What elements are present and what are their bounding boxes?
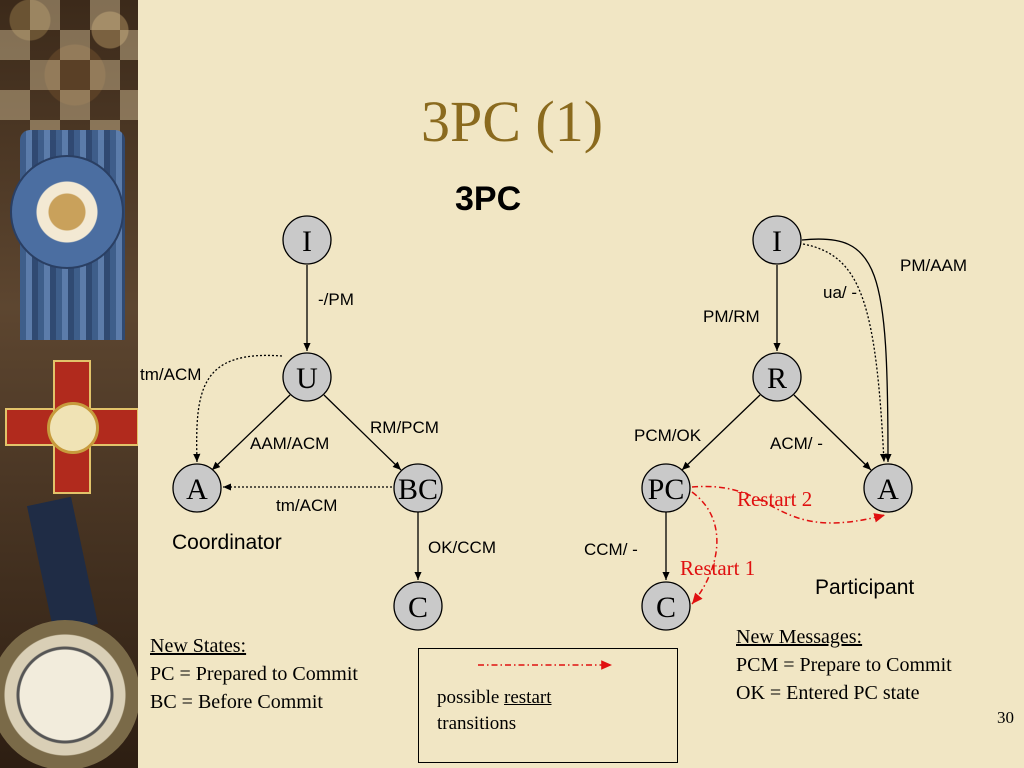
diamond-pattern <box>0 0 138 140</box>
medal-cross <box>5 360 138 494</box>
label-coord-rm-pcm: RM/PCM <box>370 418 439 437</box>
new-messages-heading: New Messages: <box>736 626 863 648</box>
svg-text:C: C <box>656 591 676 624</box>
new-states-line-1: PC = Prepared to Commit <box>150 663 358 685</box>
decorative-sidebar <box>0 0 138 768</box>
svg-text:PC: PC <box>648 473 685 506</box>
slide-title: 3PC (1) <box>420 89 604 154</box>
new-states-heading: New States: <box>150 635 247 657</box>
part-edge-i-a <box>801 238 892 463</box>
coordinator-label: Coordinator <box>172 531 282 554</box>
part-node-c: C <box>641 581 691 631</box>
svg-text:R: R <box>767 362 787 395</box>
new-messages-line-1: PCM = Prepare to Commit <box>736 654 952 676</box>
new-states-line-2: BC = Before Commit <box>150 691 323 713</box>
part-edge-r-a <box>793 394 872 471</box>
coord-node-bc: BC <box>393 463 443 513</box>
medal-rosette <box>10 155 124 269</box>
coord-node-c: C <box>393 581 443 631</box>
coord-edge-u-a-dotted <box>193 354 283 463</box>
label-part-pm-aam: PM/AAM <box>900 256 967 275</box>
svg-text:A: A <box>877 473 899 506</box>
svg-text:I: I <box>302 225 312 258</box>
label-coord-aam-acm: AAM/ACM <box>250 434 329 453</box>
page-number: 30 <box>997 708 1014 727</box>
new-states-note: New States: PC = Prepared to Commit BC =… <box>150 632 358 716</box>
svg-text:BC: BC <box>398 473 438 506</box>
label-restart-1: Restart 1 <box>680 556 755 580</box>
new-messages-note: New Messages: PCM = Prepare to Commit OK… <box>736 623 952 707</box>
restart-1-arrow <box>691 491 718 605</box>
coord-node-a: A <box>172 463 222 513</box>
label-restart-2: Restart 2 <box>737 487 812 511</box>
part-edge-i-a-dotted <box>802 243 888 463</box>
coord-edge-u-a <box>211 394 291 471</box>
svg-text:U: U <box>296 362 318 395</box>
label-part-pm-rm: PM/RM <box>703 307 760 326</box>
label-coord-i-u: -/PM <box>318 290 354 309</box>
new-messages-line-2: OK = Entered PC state <box>736 682 920 704</box>
legend-text: possible restart transitions <box>437 687 552 734</box>
part-node-i: I <box>752 215 802 265</box>
diagram-subtitle: 3PC <box>455 180 522 218</box>
label-part-ccm: CCM/ - <box>584 540 638 559</box>
label-part-acm: ACM/ - <box>770 434 823 453</box>
compass-image <box>0 620 138 768</box>
svg-text:I: I <box>772 225 782 258</box>
restart-2-arrow <box>691 485 886 524</box>
participant-label: Participant <box>815 576 914 599</box>
part-node-r: R <box>752 352 802 402</box>
label-coord-tm-acm-bottom: tm/ACM <box>276 496 337 515</box>
label-part-ua: ua/ - <box>823 283 857 302</box>
svg-text:C: C <box>408 591 428 624</box>
label-coord-tm-acm-top: tm/ACM <box>140 365 201 384</box>
svg-text:A: A <box>186 473 208 506</box>
part-node-pc: PC <box>641 463 691 513</box>
label-coord-ok-ccm: OK/CCM <box>428 538 496 557</box>
coord-node-i: I <box>282 215 332 265</box>
legend-box: possible restart transitions <box>418 648 678 763</box>
coord-node-u: U <box>282 352 332 402</box>
part-node-a: A <box>863 463 913 513</box>
coord-edge-u-bc <box>323 394 402 471</box>
part-edge-r-pc <box>681 394 761 471</box>
label-part-pcm-ok: PCM/OK <box>634 426 702 445</box>
